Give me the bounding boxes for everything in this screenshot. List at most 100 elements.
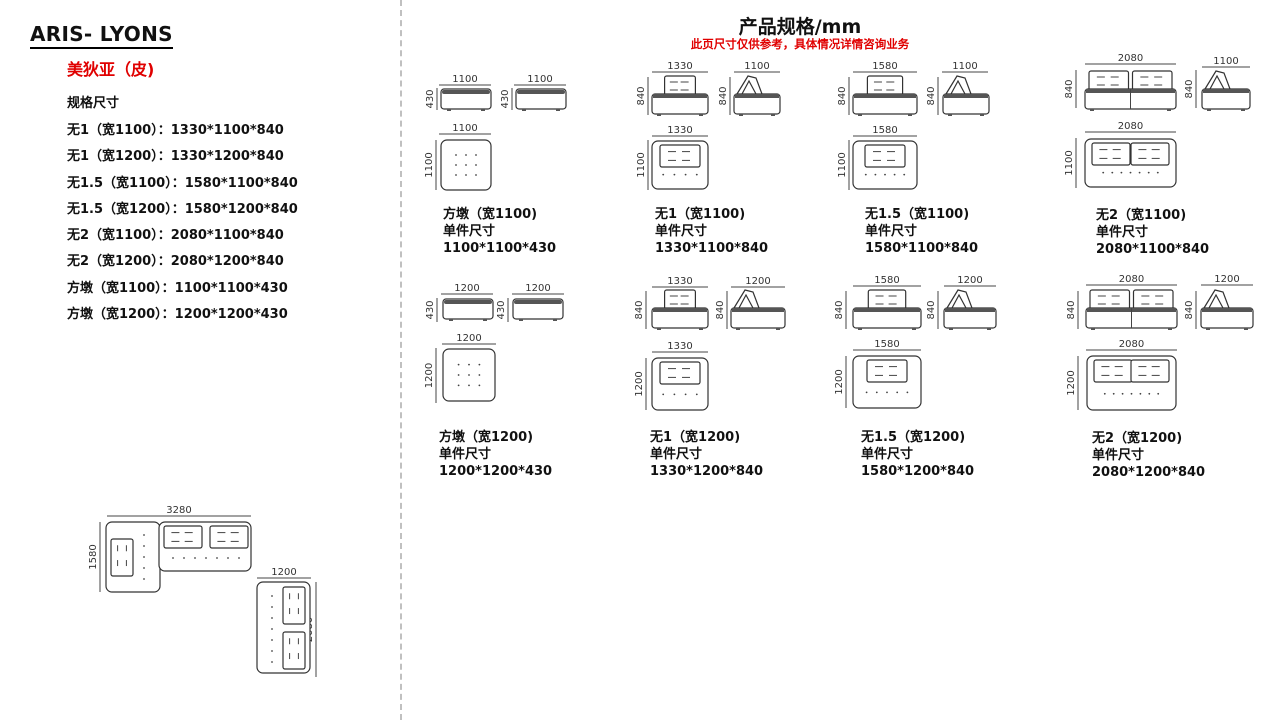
leg: [556, 109, 560, 111]
spec-item: 无1（宽1100）：1330*1100*840: [67, 123, 284, 138]
button-tuft: [475, 174, 477, 176]
unit-label: 单件尺寸: [1096, 225, 1149, 240]
dimension-label: 840: [1184, 79, 1195, 98]
dimension-label: 1330: [667, 276, 692, 287]
dimension-label: 430: [425, 300, 436, 319]
product-caption: 无1（宽1100) 单件尺寸 1330*1100*840: [655, 206, 768, 257]
product-size: 1580*1100*840: [865, 241, 979, 256]
leg: [771, 114, 775, 116]
unit-label: 单件尺寸: [865, 224, 918, 239]
button-tuft: [457, 384, 460, 387]
dimension-label: 1100: [952, 61, 977, 72]
product-caption: 方墩（宽1100) 单件尺寸 1100*1100*430: [443, 206, 556, 257]
cushion: [282, 631, 306, 670]
dimension-label: 1100: [527, 74, 552, 85]
cushion: [864, 144, 906, 168]
product-size: 1330*1100*840: [655, 241, 769, 256]
side-back-cushion: [736, 75, 763, 95]
button-tuft: [465, 174, 467, 176]
leg: [519, 319, 523, 321]
spec-list: 无1（宽1100）：1330*1100*840 无1（宽1200）：1330*1…: [67, 118, 298, 328]
seat-edge: [945, 308, 995, 312]
button-tuft: [684, 173, 687, 176]
product-caption: 无2（宽1200) 单件尺寸 2080*1200*840: [1092, 430, 1205, 481]
dimension-label: 1580: [872, 125, 897, 136]
side-back-cushion: [1204, 70, 1231, 90]
button-tuft: [143, 578, 145, 580]
button-tuft: [1129, 171, 1132, 174]
unit-label: 单件尺寸: [439, 447, 492, 462]
leg: [1091, 328, 1095, 330]
leg: [949, 328, 953, 330]
dimension-label: 1580: [872, 61, 897, 72]
spec-item: 无1（宽1200）：1330*1200*840: [67, 149, 284, 165]
product-size: 1330*1200*840: [650, 464, 764, 479]
button-tuft: [468, 374, 470, 376]
page-title: 产品规格/mm: [738, 16, 862, 38]
seat-edge: [1202, 308, 1252, 312]
cushion: [163, 525, 203, 549]
leg: [1244, 328, 1248, 330]
button-tuft: [1103, 392, 1106, 395]
cushion: [1089, 289, 1131, 311]
product-name: 方墩（宽1100): [443, 207, 538, 222]
cushion: [663, 75, 696, 97]
dimension-label: 1100: [424, 152, 435, 177]
dimension-label: 1200: [525, 283, 550, 294]
button-tuft: [1148, 392, 1151, 395]
ottoman-top-edge: [442, 90, 490, 94]
button-tuft: [1157, 392, 1160, 395]
dimension-label: 840: [926, 86, 937, 105]
button-tuft: [465, 164, 467, 166]
leg: [483, 319, 487, 321]
dimension-label: 1200: [634, 371, 645, 396]
leg: [1241, 109, 1245, 111]
cushion: [1091, 142, 1131, 166]
button-tuft: [673, 173, 676, 176]
cushion: [1131, 70, 1173, 92]
button-tuft: [143, 534, 145, 536]
product-name: 无1（宽1200): [650, 430, 741, 445]
product-caption: 方墩（宽1200) 单件尺寸 1200*1200*430: [439, 429, 552, 480]
leg: [657, 114, 661, 116]
button-tuft: [695, 393, 698, 396]
dimension-label: 840: [834, 300, 845, 319]
spec-item: 方墩（宽1100）：1100*1100*430: [67, 280, 288, 296]
cushion: [659, 144, 701, 168]
side-back-cushion: [733, 289, 760, 309]
unit-label: 单件尺寸: [1092, 448, 1145, 463]
leg: [987, 328, 991, 330]
button-tuft: [906, 391, 909, 394]
leg: [980, 114, 984, 116]
button-tuft: [457, 363, 460, 366]
cushion: [867, 289, 907, 311]
product-caption: 无2（宽1100) 单件尺寸 2080*1100*840: [1096, 207, 1209, 258]
dimension-label: 1200: [834, 369, 845, 394]
button-tuft: [1156, 171, 1159, 174]
button-tuft: [143, 567, 145, 569]
spec-item: 无1.5（宽1100）：1580*1100*840: [67, 175, 298, 191]
cushion: [1130, 142, 1170, 166]
leg: [739, 114, 743, 116]
page-note: 此页尺寸仅供参考，具体情况详情咨询业务: [690, 37, 910, 51]
leg: [858, 114, 862, 116]
product-size: 2080*1200*840: [1092, 465, 1206, 480]
cushion: [1088, 70, 1130, 92]
leg: [553, 319, 557, 321]
dimension-label: 1580: [874, 339, 899, 350]
spec-item: 无2（宽1100）：2080*1100*840: [67, 228, 284, 244]
side-back-cushion: [945, 75, 972, 95]
leg: [908, 114, 912, 116]
leg: [481, 109, 485, 111]
dimension-label: 430: [500, 89, 511, 108]
ottoman-top-edge: [517, 90, 565, 94]
dimension-label: 1100: [636, 152, 647, 177]
button-tuft: [205, 557, 207, 559]
dimension-label: 1200: [424, 363, 435, 388]
seat-edge: [732, 308, 784, 312]
button-tuft: [172, 557, 174, 559]
dimension-label: 1100: [452, 123, 477, 134]
dimension-label: 2080: [1118, 53, 1143, 64]
button-tuft: [271, 595, 273, 597]
